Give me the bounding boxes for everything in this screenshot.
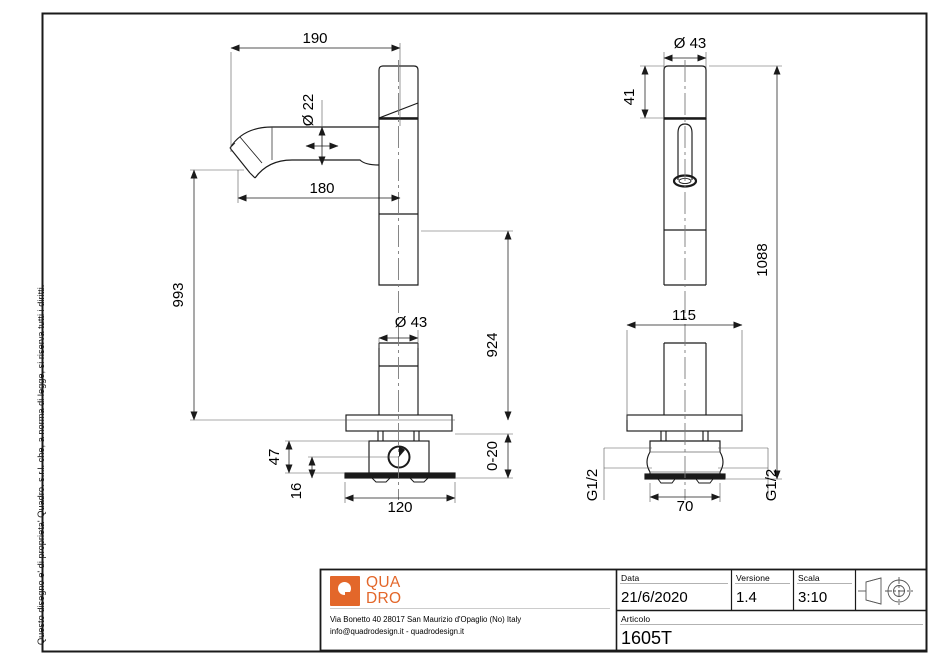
dim-47-text: 47 — [266, 449, 283, 466]
dim-g12-left-text: G1/2 — [584, 469, 601, 502]
field-value-articolo[interactable]: 1605T — [621, 628, 673, 648]
dim-180-text: 180 — [309, 180, 334, 197]
logo-word-line2: DRO — [366, 590, 402, 607]
dim-g12-right-text: G1/2 — [763, 469, 780, 502]
dim-70-text: 70 — [677, 498, 694, 515]
field-value-versione[interactable]: 1.4 — [736, 589, 757, 606]
dim-924-text: 924 — [484, 332, 501, 357]
dim-diameter-43-front-text: Ø 43 — [674, 35, 707, 52]
side-view-base-assembly — [344, 342, 456, 483]
dim-41-text: 41 — [621, 89, 638, 106]
dim-993-text: 993 — [170, 282, 187, 307]
company-address-line2: info@quadrodesign.it - quadrodesign.it — [330, 627, 465, 636]
dim-0-20-text: 0-20 — [484, 441, 501, 471]
first-angle-projection-icon — [858, 577, 913, 605]
dim-115-text: 115 — [672, 307, 696, 324]
dim-190-text: 190 — [302, 30, 327, 47]
side-view-dimension-lines — [190, 43, 513, 503]
field-value-scala[interactable]: 3:10 — [798, 589, 828, 606]
dim-diameter-22-text: Ø 22 — [300, 94, 317, 127]
field-label-versione: Versione — [736, 573, 770, 583]
title-block-frame — [319, 568, 928, 652]
field-label-data: Data — [621, 573, 640, 583]
dim-16-text: 16 — [288, 483, 305, 500]
sheet-border — [41, 12, 928, 653]
front-view-dimension-lines — [603, 52, 782, 502]
front-view-base-assembly — [626, 342, 743, 484]
field-label-articolo: Articolo — [621, 614, 651, 624]
field-value-data[interactable]: 21/6/2020 — [621, 589, 688, 606]
logo-inner-circle — [338, 582, 351, 595]
side-view-geometry — [229, 65, 419, 286]
logo-q-tail — [345, 592, 350, 601]
dim-diameter-43-side-text: Ø 43 — [395, 314, 428, 331]
field-label-scala: Scala — [798, 573, 820, 583]
logo-word-line1: QUA — [366, 574, 401, 591]
company-address-line1: Via Bonetto 40 28017 San Maurizio d'Opag… — [330, 615, 522, 624]
dim-120-text: 120 — [387, 499, 412, 516]
quadro-logo-mark — [330, 576, 360, 606]
dim-1088-text: 1088 — [754, 243, 771, 276]
